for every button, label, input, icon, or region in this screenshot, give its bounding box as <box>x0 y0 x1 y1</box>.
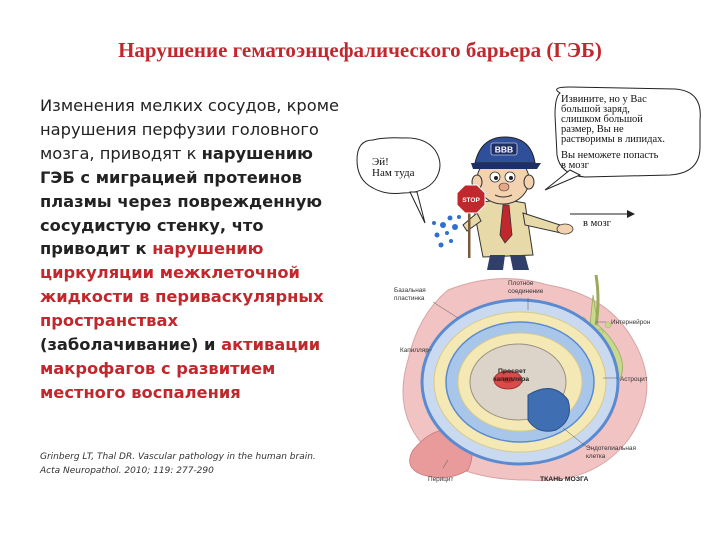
right-bubble-line-1: Извините, но у Вас <box>561 94 647 105</box>
body-text-part-4: (заболачивание) и <box>40 335 222 355</box>
body-text-highlight-2: активации макрофагов с развитием местног… <box>40 335 321 402</box>
left-bubble-line-1: Эй! <box>372 156 389 168</box>
label-lumen-1: Просвет <box>498 368 527 375</box>
label-endothelial-1: Эндотелиальная <box>586 445 636 452</box>
label-lumen-2: капилляра <box>493 376 529 383</box>
label-tight-junction-2: соединение <box>508 288 544 295</box>
label-endothelial-2: клетка <box>586 453 606 460</box>
citation-line-1: Grinberg LT, Thal DR. Vascular pathology… <box>40 452 316 462</box>
label-basal-lamina-2: пластинка <box>394 295 425 302</box>
left-bubble-line-2: Нам туда <box>372 167 415 179</box>
right-bubble-line-3: слишком большой <box>561 114 643 125</box>
cap-badge-text: BBB <box>495 145 513 155</box>
label-brain-tissue: ТКАНЬ МОЗГА <box>540 476 589 483</box>
label-pericyte: Перицит <box>428 476 454 483</box>
label-astrocyte: Астроцит <box>620 376 648 383</box>
left-speech-bubble: Эй! Нам туда <box>356 137 441 224</box>
citation-line-2: Acta Neuropathol. 2010; 119: 277-290 <box>40 466 214 476</box>
right-bubble-line-6: Вы неможете попасть <box>561 150 659 161</box>
stop-sign-text: STOP <box>462 197 480 204</box>
guard-character-icon: BBB STOP <box>456 136 574 270</box>
endothelial-cell-nucleus <box>527 388 570 432</box>
label-basal-lamina-1: Базальная <box>394 287 426 294</box>
right-bubble-line-7: в мозг <box>561 160 590 171</box>
page-title: Нарушение гематоэнцефалического барьера … <box>118 38 602 62</box>
label-interneuron: Интернейрон <box>611 318 651 326</box>
label-tight-junction-1: Плотное <box>508 280 534 287</box>
molecule-dots <box>432 215 461 248</box>
arrow-label: в мозг <box>583 218 612 229</box>
body-text: Изменения мелких сосудов, кроме нарушени… <box>40 94 340 405</box>
body-text-highlight-1: нарушению циркуляции межклеточной жидкос… <box>40 239 324 331</box>
bbb-capillary-diagram: Базальная пластинка Плотное соединение И… <box>394 274 651 483</box>
body-text-part-1: Изменения мелких сосудов, кроме нарушени… <box>40 96 340 163</box>
label-capillary: Капилляр <box>400 347 429 354</box>
arrow-to-brain: в мозг <box>570 210 635 229</box>
right-speech-bubble: Извините, но у Вас большой заряд, слишко… <box>544 86 701 191</box>
right-bubble-line-5: растворимы в липидах. <box>561 134 665 145</box>
right-bubble-line-4: размер, Вы не <box>561 124 624 135</box>
right-bubble-line-2: большой заряд, <box>561 104 630 115</box>
leader-lines <box>426 298 618 469</box>
bbb-guard-cartoon: Эй! Нам туда Извините, но у Вас большой … <box>356 86 701 270</box>
citation: Grinberg LT, Thal DR. Vascular pathology… <box>40 450 340 478</box>
interneuron-shape <box>594 274 600 326</box>
body-text-part-2: нарушению ГЭБ с миграцией протеинов плаз… <box>40 143 323 259</box>
